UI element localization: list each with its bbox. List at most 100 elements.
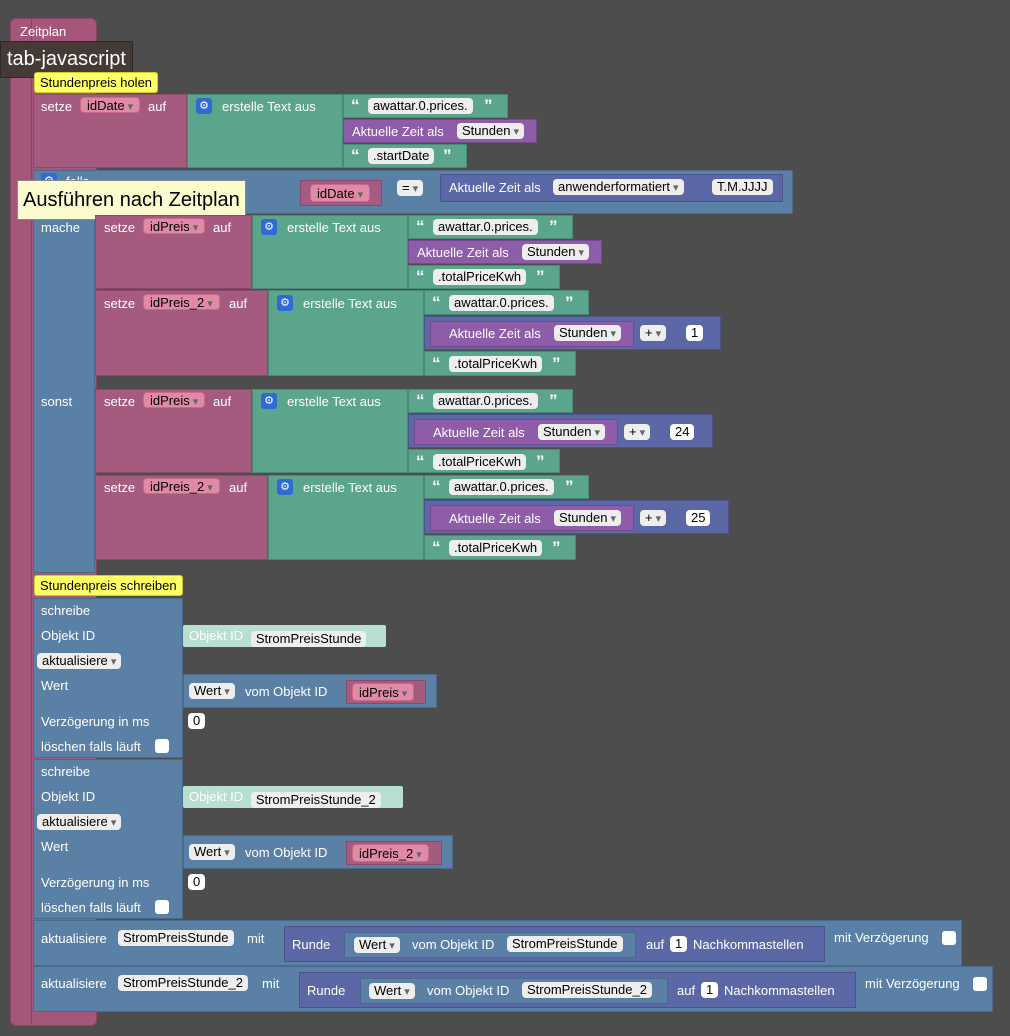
comment-price-get[interactable]: Stundenpreis holen [34, 72, 159, 93]
create-text-block-4[interactable] [252, 389, 408, 473]
number-value[interactable]: 1 [686, 325, 704, 341]
comment-price-write[interactable]: Stundenpreis schreiben [34, 575, 183, 596]
update-mode-dropdown[interactable]: aktualisiere [37, 814, 122, 830]
current-time-label: Aktuelle Zeit als [449, 326, 541, 341]
current-time-label: Aktuelle Zeit als [449, 511, 541, 526]
from-object-id-label: vom Objekt ID [245, 684, 328, 699]
round-digits-value[interactable]: 1 [670, 936, 688, 952]
write-label: schreibe [41, 603, 91, 618]
text-value[interactable]: .totalPriceKwh [433, 269, 527, 285]
else-set-idpreis-block[interactable] [95, 389, 252, 473]
text-value[interactable]: .totalPriceKwh [433, 454, 527, 470]
with-delay-checkbox[interactable] [942, 931, 956, 945]
if-else-block[interactable] [33, 170, 95, 573]
update-mode-dropdown[interactable]: aktualisiere [37, 653, 122, 669]
object-id-label: Objekt ID [41, 628, 96, 643]
current-time-label: Aktuelle Zeit als [433, 425, 525, 440]
quote-open-icon: “ [416, 217, 425, 236]
round-object-value[interactable]: StromPreisStunde [507, 936, 623, 952]
gear-icon[interactable]: ⚙ [277, 295, 293, 311]
decimals-label: Nachkommastellen [724, 983, 835, 998]
date-format-value[interactable]: T.M.JJJJ [712, 179, 773, 195]
round-digits-value[interactable]: 1 [701, 982, 719, 998]
plus-dropdown[interactable]: + [624, 424, 651, 440]
quote-close-icon: ” [536, 452, 545, 471]
set-label: setze [104, 220, 136, 235]
value-dropdown[interactable]: Wert [189, 844, 235, 860]
to-label: auf [213, 394, 232, 409]
plus-dropdown[interactable]: + [640, 510, 667, 526]
quote-close-icon: ” [565, 477, 574, 496]
var-idpreis-dropdown[interactable]: idPreis [143, 218, 206, 234]
else-label: sonst [41, 394, 73, 409]
with-delay-checkbox[interactable] [973, 977, 987, 991]
var-idpreis2-dropdown[interactable]: idPreis_2 [143, 294, 220, 310]
value-dropdown[interactable]: Wert [189, 683, 235, 699]
value-dropdown[interactable]: Wert [354, 937, 400, 953]
hours-dropdown[interactable]: Stunden [554, 325, 622, 341]
quote-open-icon: “ [351, 146, 360, 165]
clear-if-running-checkbox[interactable] [155, 739, 169, 753]
create-text-label: erstelle Text aus [287, 220, 381, 235]
var-iddate-dropdown[interactable]: idDate [310, 184, 371, 202]
object-id-field[interactable]: Objekt ID StromPreisStunde_2 [183, 786, 403, 808]
from-object-id-label: vom Objekt ID [427, 983, 510, 998]
var-idpreis-dropdown[interactable]: idPreis [352, 683, 415, 701]
gear-icon[interactable]: ⚙ [261, 393, 277, 409]
create-text-label: erstelle Text aus [303, 480, 397, 495]
set-label: setze [104, 296, 136, 311]
gear-icon[interactable]: ⚙ [196, 98, 212, 114]
quote-close-icon: ” [549, 217, 558, 236]
text-value[interactable]: awattar.0.prices. [449, 295, 554, 311]
hours-dropdown[interactable]: Stunden [538, 424, 606, 440]
round-label: Runde [292, 937, 331, 952]
text-value[interactable]: awattar.0.prices. [433, 219, 538, 235]
write-block-1[interactable] [33, 598, 183, 758]
object-id-value[interactable]: StromPreisStunde [250, 631, 367, 647]
hours-dropdown[interactable]: Stunden [554, 510, 622, 526]
text-value[interactable]: .totalPriceKwh [449, 540, 543, 556]
current-time-label: Aktuelle Zeit als [352, 124, 444, 139]
gear-icon[interactable]: ⚙ [277, 479, 293, 495]
set-label: setze [104, 394, 136, 409]
var-idpreis-dropdown[interactable]: idPreis [143, 392, 206, 408]
create-text-block-5[interactable] [268, 475, 424, 560]
var-idpreis2-dropdown[interactable]: idPreis_2 [143, 478, 220, 494]
update-object-value[interactable]: StromPreisStunde_2 [118, 975, 248, 991]
number-value[interactable]: 24 [670, 424, 695, 440]
hours-dropdown[interactable]: Stunden [522, 244, 590, 260]
round-object-value[interactable]: StromPreisStunde_2 [522, 982, 652, 998]
object-id-value[interactable]: StromPreisStunde_2 [250, 792, 381, 808]
with-label: mit [247, 931, 265, 946]
text-value[interactable]: awattar.0.prices. [433, 393, 538, 409]
clear-if-running-checkbox[interactable] [155, 900, 169, 914]
plus-dropdown[interactable]: + [640, 325, 667, 341]
gear-icon[interactable]: ⚙ [261, 219, 277, 235]
object-id-prefix: Objekt ID [189, 789, 244, 804]
var-idpreis2-dropdown[interactable]: idPreis_2 [352, 844, 429, 862]
create-text-block-3[interactable] [268, 290, 424, 376]
number-value[interactable]: 25 [686, 510, 711, 526]
equals-dropdown[interactable]: = [397, 180, 424, 196]
create-text-block-1[interactable] [187, 94, 343, 168]
current-time-label: Aktuelle Zeit als [417, 245, 509, 260]
delay-value[interactable]: 0 [188, 713, 206, 729]
value-dropdown[interactable]: Wert [369, 983, 415, 999]
create-text-block-2[interactable] [252, 215, 408, 289]
text-value[interactable]: awattar.0.prices. [449, 479, 554, 495]
update-object-value[interactable]: StromPreisStunde [118, 930, 234, 946]
text-value[interactable]: .startDate [368, 148, 435, 164]
text-value[interactable]: awattar.0.prices. [368, 98, 473, 114]
object-id-field[interactable]: Objekt ID StromPreisStunde [183, 625, 386, 647]
text-value[interactable]: .totalPriceKwh [449, 356, 543, 372]
hours-dropdown[interactable]: Stunden [457, 123, 525, 139]
delay-value[interactable]: 0 [188, 874, 206, 890]
quote-close-icon: ” [552, 538, 561, 557]
quote-open-icon: “ [432, 477, 441, 496]
var-iddate-dropdown[interactable]: idDate [80, 97, 141, 113]
write-block-2[interactable] [33, 759, 183, 919]
quote-close-icon: ” [536, 267, 545, 286]
quote-open-icon: “ [432, 538, 441, 557]
format-dropdown[interactable]: anwenderformatiert [553, 179, 684, 195]
tab-javascript-tooltip: tab-javascript [0, 41, 133, 78]
